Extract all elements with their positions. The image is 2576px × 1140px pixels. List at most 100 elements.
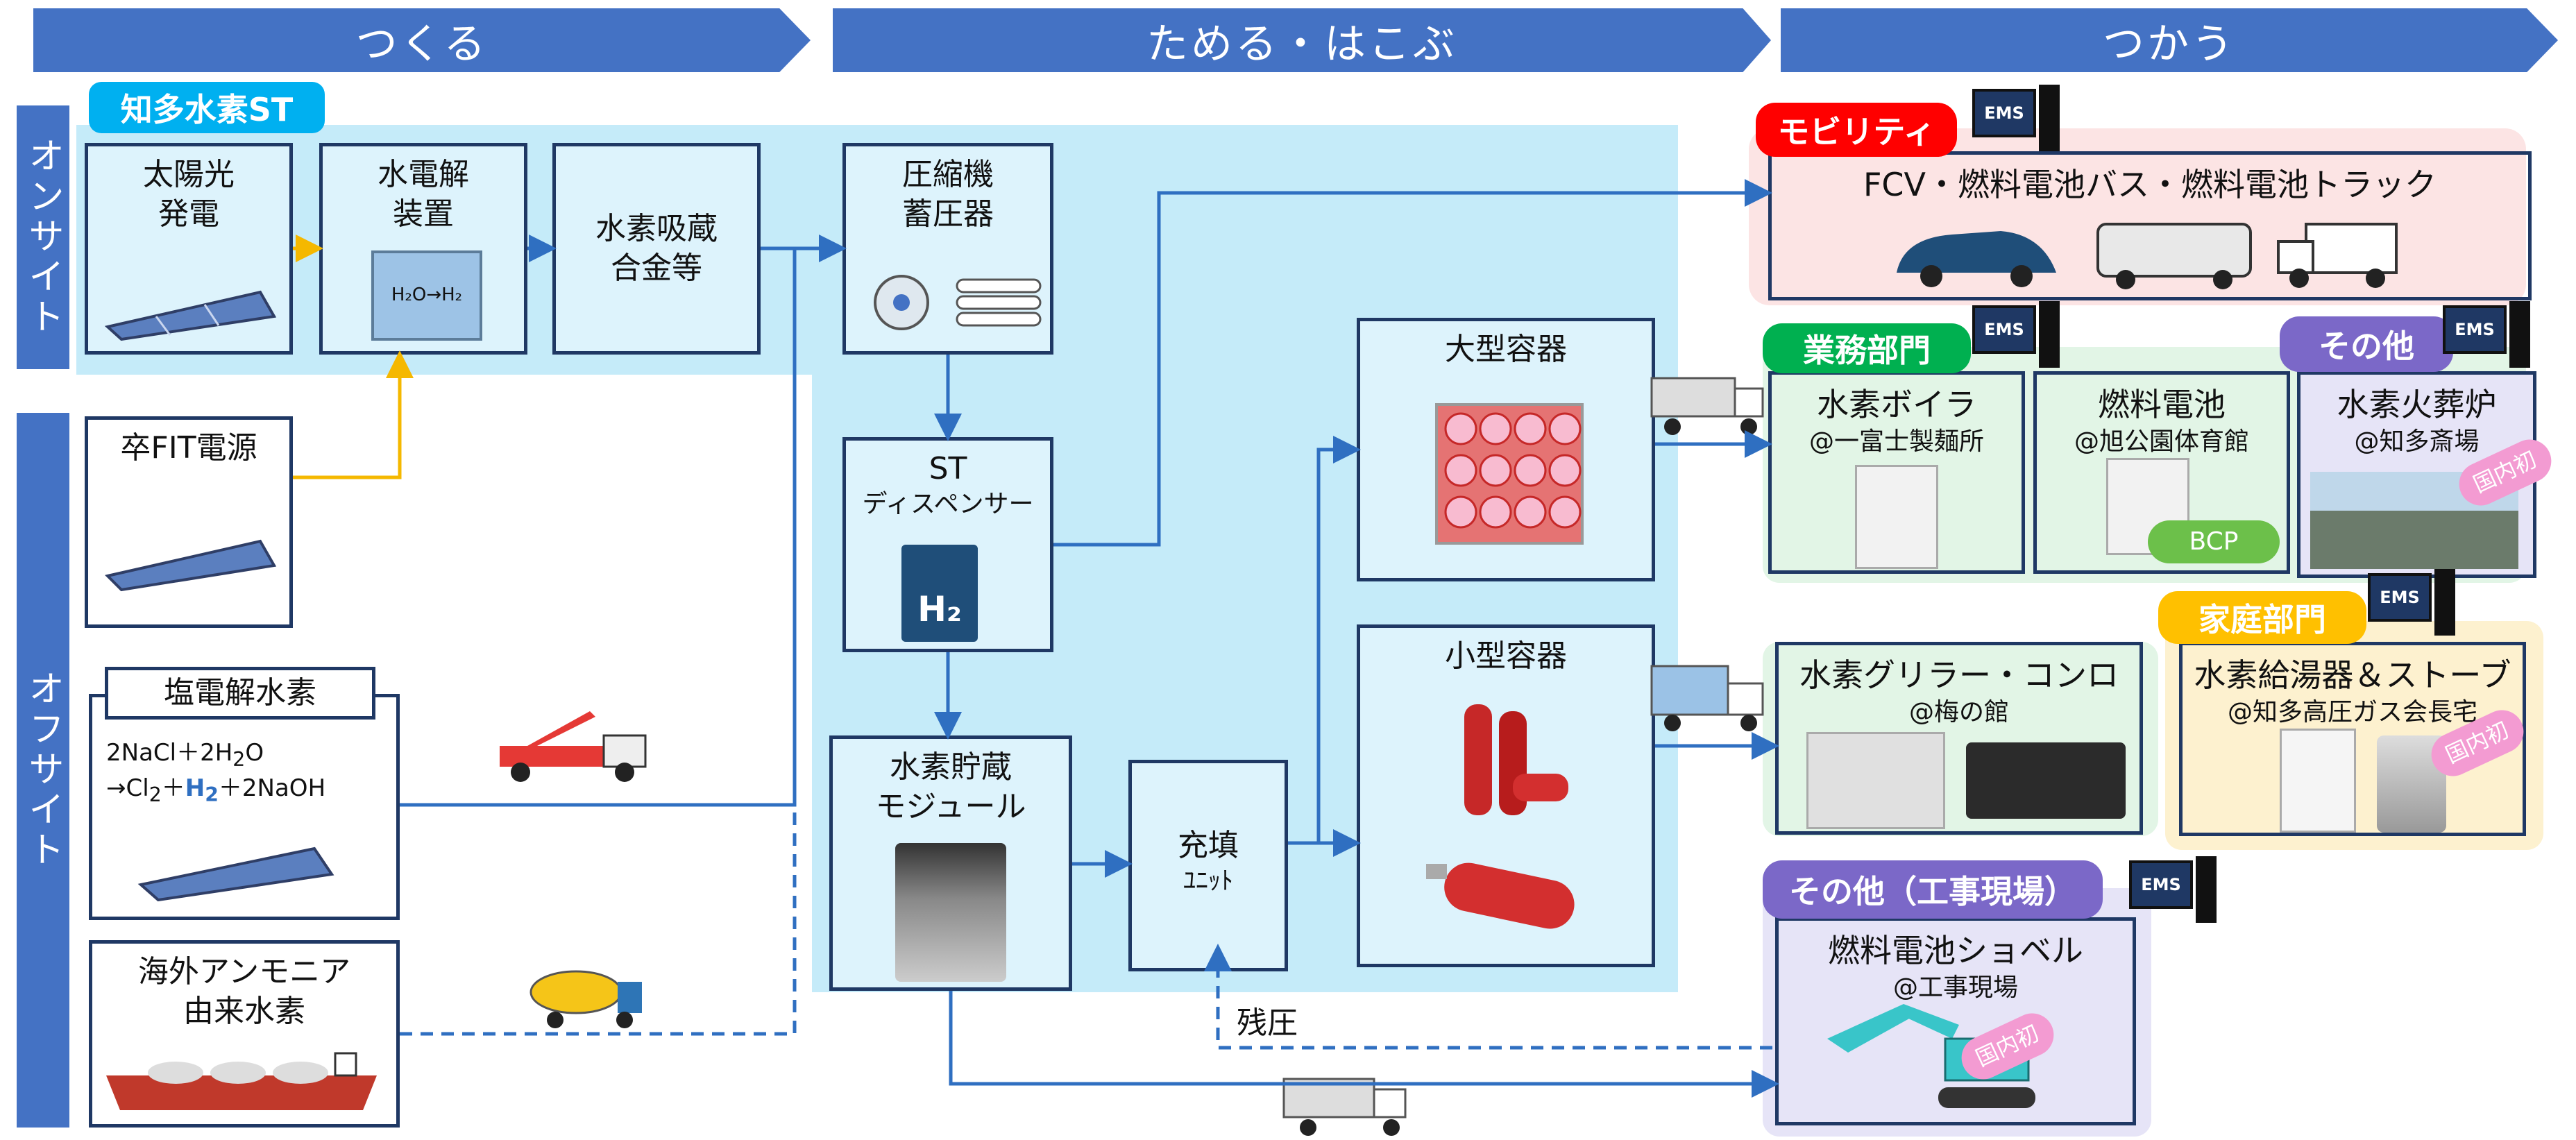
large-container-box: 大型容器 <box>1357 318 1655 581</box>
construction-tag-label: その他（工事現場） <box>1789 873 2076 910</box>
stove-icon <box>1966 742 2126 819</box>
alloy-box: 水素吸蔵 合金等 <box>552 143 761 355</box>
alloy-label: 水素吸蔵 合金等 <box>595 211 718 287</box>
ems-icon: EMS <box>1972 301 2062 368</box>
fit-label: 卒FIT電源 <box>120 430 257 466</box>
storage-module-icon <box>895 843 1006 982</box>
chlor-title: 塩電解水素 <box>105 667 375 720</box>
ems-label: EMS <box>2455 320 2495 339</box>
shovel-box: 燃料電池ショベル@工事現場 国内初 <box>1775 917 2136 1125</box>
residual-label-text: 残圧 <box>1237 1005 1298 1041</box>
solar-box: 太陽光 発電 <box>85 143 293 355</box>
ammonia-label: 海外アンモニア 由来水素 <box>137 954 351 1030</box>
boiler-icon <box>1855 465 1938 569</box>
mobility-tag-label: モビリティ <box>1777 113 1935 151</box>
mobility-tag: モビリティ <box>1756 103 1957 157</box>
heater-title: 水素給湯器＆ストーブ <box>2194 656 2511 694</box>
phase-make: つくる <box>33 8 811 72</box>
residual-pressure-label: 残圧 <box>1237 998 1298 1042</box>
station-tag: 知多水素ST <box>89 82 325 133</box>
side-onsite: オンサイト <box>17 105 69 369</box>
dispenser-box: ST ディスペンサー H₂ <box>842 437 1053 652</box>
small-container-label: 小型容器 <box>1445 638 1567 674</box>
fit-box: 卒FIT電源 <box>85 416 293 628</box>
compressor-label: 圧縮機 蓄圧器 <box>902 157 994 232</box>
crematorium-title: 水素火葬炉 <box>2337 386 2497 423</box>
bcp-label: BCP <box>2189 527 2239 556</box>
boiler-title: 水素ボイラ <box>1817 386 1976 423</box>
fill-unit-sub: ﾕﾆｯﾄ <box>1183 867 1233 896</box>
solar-panel-icon <box>137 847 334 902</box>
box-truck-icon <box>1650 665 1764 731</box>
small-container-box: 小型容器 <box>1357 624 1655 967</box>
home-tag-label: 家庭部門 <box>2198 601 2326 638</box>
solar-panel-icon <box>105 539 277 592</box>
chlor-eq2-c: ＋2NaOH <box>218 774 326 802</box>
ems-label: EMS <box>2141 875 2181 894</box>
shovel-title: 燃料電池ショベル <box>1828 932 2083 969</box>
mobility-text: FCV・燃料電池バス・燃料電池トラック <box>1863 166 2437 203</box>
electrolyzer-box: 水電解 装置 H₂O→H₂ <box>319 143 527 355</box>
chlor-eq2-b: ＋ <box>161 774 185 802</box>
ems-label: EMS <box>1984 103 2024 123</box>
boiler-box: 水素ボイラ @一富士製麺所 <box>1768 371 2025 574</box>
fill-unit-title: 充填 <box>1178 828 1239 863</box>
electrolyzer-icon-label: H₂O→H₂ <box>391 284 463 306</box>
ammonia-box: 海外アンモニア 由来水素 <box>89 940 400 1128</box>
chlor-eq2-sub2: 2 <box>205 783 219 806</box>
crematorium-place: @知多斎場 <box>2354 427 2480 456</box>
crematorium-box: 水素火葬炉@知多斎場 国内初 <box>2297 371 2559 578</box>
crane-truck-icon <box>500 711 647 782</box>
chlor-eq1-end: O <box>245 739 264 767</box>
small-tank-icon <box>1426 862 1575 929</box>
side-onsite-label: オンサイト <box>22 137 64 338</box>
electrolyzer-label: 水電解 装置 <box>378 157 469 232</box>
phase-store-label: ためる・はこぶ <box>1146 19 1457 69</box>
tanker-truck-icon <box>529 970 642 1028</box>
phase-store: ためる・はこぶ <box>833 8 1771 72</box>
vehicles-icon <box>1897 223 2398 289</box>
home-tag: 家庭部門 <box>2158 591 2366 644</box>
griller-icon <box>1806 732 1945 829</box>
dispenser-icon-label: H₂ <box>917 589 962 629</box>
cylinder-truck-icon <box>1650 377 1764 435</box>
business-tag-label: 業務部門 <box>1803 332 1931 369</box>
ems-label: EMS <box>1984 320 2024 339</box>
station-tag-label: 知多水素ST <box>120 91 294 128</box>
solar-label: 太陽光 発電 <box>143 157 235 232</box>
small-cylinder-icon <box>1464 704 1568 815</box>
fuelcell-box: 燃料電池 @旭公園体育館 BCP <box>2033 371 2290 574</box>
side-offsite-label: オフサイト <box>22 670 64 871</box>
fill-unit-box: 充填 ﾕﾆｯﾄ <box>1128 760 1288 971</box>
ems-label: EMS <box>2380 588 2420 607</box>
water-heater-icon <box>2280 729 2356 833</box>
chlor-eq2-h: H <box>185 774 205 802</box>
fuelcell-place: @旭公園体育館 <box>2074 427 2249 456</box>
shovel-place: @工事現場 <box>1892 973 2018 1002</box>
mobility-box: FCV・燃料電池バス・燃料電池トラック <box>1768 151 2532 300</box>
dispenser-title: ST <box>929 451 967 486</box>
storage-module-label: 水素貯蔵 モジュール <box>875 749 1026 825</box>
other-tag-label: その他 <box>2319 327 2414 365</box>
griller-box: 水素グリラー・コンロ@梅の館 <box>1775 642 2143 835</box>
chlor-title-label: 塩電解水素 <box>164 675 316 711</box>
chlor-eq1-a: 2NaCl＋2H <box>106 739 233 767</box>
business-tag: 業務部門 <box>1763 323 1971 373</box>
phase-use: つかう <box>1781 8 2558 72</box>
griller-place: @梅の館 <box>1908 697 2009 726</box>
heater-place: @知多高圧ガス会長宅 <box>2227 697 2477 726</box>
solar-panel-icon <box>104 290 277 341</box>
ems-icon: EMS <box>1972 85 2062 151</box>
ems-icon: EMS <box>2129 856 2219 923</box>
construction-tag: その他（工事現場） <box>1763 860 2103 919</box>
chlor-equation-1: 2NaCl＋2H2O <box>106 738 382 773</box>
chlor-eq2-sub1: 2 <box>149 783 162 806</box>
other-tag: その他 <box>2280 316 2453 372</box>
chlor-equation-2: →Cl2＋H2＋2NaOH <box>106 773 382 808</box>
phase-use-label: つかう <box>2103 19 2236 69</box>
boiler-place: @一富士製麺所 <box>1808 427 1984 456</box>
fuelcell-title: 燃料電池 <box>2098 386 2226 423</box>
large-container-label: 大型容器 <box>1445 332 1567 367</box>
chlor-eq2-a: →Cl <box>106 774 149 802</box>
chlor-eq1-sub: 2 <box>232 747 246 771</box>
